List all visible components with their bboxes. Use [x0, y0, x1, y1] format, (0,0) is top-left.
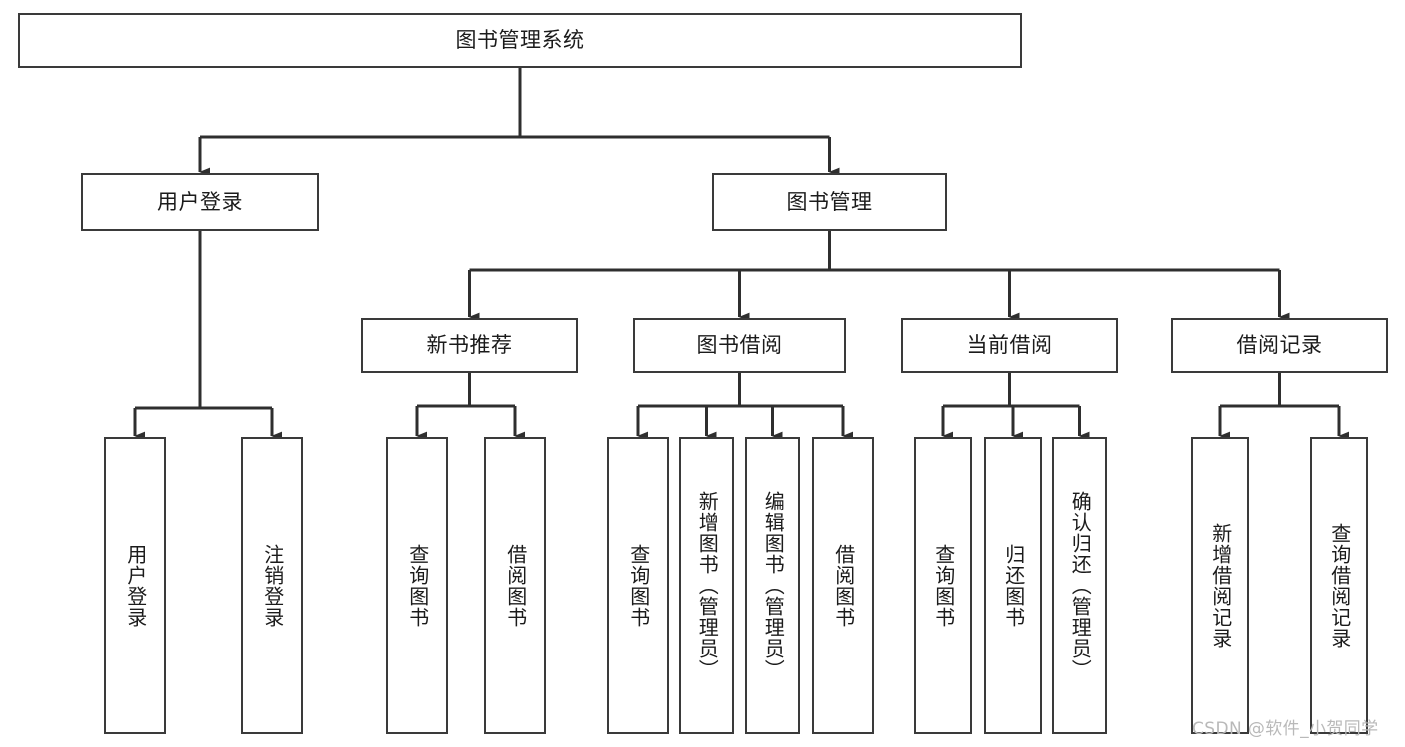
- csdn-watermark: CSDN @软件_小贺同学: [1192, 719, 1379, 739]
- node-r-query[interactable]: 查询借阅记录: [1310, 437, 1368, 734]
- node-r-add[interactable]: 新增借阅记录: [1191, 437, 1249, 734]
- node-borrow[interactable]: 图书借阅: [633, 318, 846, 373]
- node-label: 新增借阅记录: [1208, 522, 1233, 649]
- node-label: 确认归还（管理员）: [1068, 491, 1093, 680]
- node-label: 新增图书（管理员）: [695, 491, 720, 680]
- node-bookmgmt[interactable]: 图书管理: [712, 173, 947, 231]
- node-label: 新书推荐: [426, 333, 513, 358]
- node-label: 借阅图书: [503, 543, 528, 628]
- node-label: 图书管理系统: [455, 28, 585, 53]
- node-c-query[interactable]: 查询图书: [914, 437, 972, 734]
- node-label: 查询借阅记录: [1327, 522, 1352, 649]
- node-n-query[interactable]: 查询图书: [386, 437, 448, 734]
- node-label: 查询图书: [931, 543, 956, 628]
- node-b-lend[interactable]: 借阅图书: [812, 437, 874, 734]
- node-c-confirm[interactable]: 确认归还（管理员）: [1052, 437, 1107, 734]
- node-label: 查询图书: [626, 543, 651, 628]
- node-label: 图书管理: [786, 189, 873, 214]
- node-b-query[interactable]: 查询图书: [607, 437, 669, 734]
- node-label: 用户登录: [157, 189, 243, 214]
- node-label: 编辑图书（管理员）: [761, 491, 786, 680]
- node-b-add[interactable]: 新增图书（管理员）: [679, 437, 734, 734]
- node-root[interactable]: 图书管理系统: [18, 13, 1022, 68]
- node-c-return[interactable]: 归还图书: [984, 437, 1042, 734]
- edge-layer: [133, 68, 1350, 441]
- node-label: 归还图书: [1001, 543, 1026, 628]
- node-label: 查询图书: [405, 543, 430, 628]
- node-label: 借阅图书: [831, 543, 856, 628]
- node-label: 当前借阅: [966, 333, 1053, 358]
- node-label: 借阅记录: [1236, 333, 1323, 358]
- node-current[interactable]: 当前借阅: [901, 318, 1118, 373]
- node-b-edit[interactable]: 编辑图书（管理员）: [745, 437, 800, 734]
- node-label: 用户登录: [123, 543, 148, 628]
- node-n-borrow[interactable]: 借阅图书: [484, 437, 546, 734]
- node-l-logout[interactable]: 注销登录: [241, 437, 303, 734]
- node-records[interactable]: 借阅记录: [1171, 318, 1388, 373]
- node-label: 注销登录: [260, 543, 285, 628]
- node-login[interactable]: 用户登录: [81, 173, 319, 231]
- node-label: 图书借阅: [696, 333, 783, 358]
- node-newbook[interactable]: 新书推荐: [361, 318, 578, 373]
- node-l-login[interactable]: 用户登录: [104, 437, 166, 734]
